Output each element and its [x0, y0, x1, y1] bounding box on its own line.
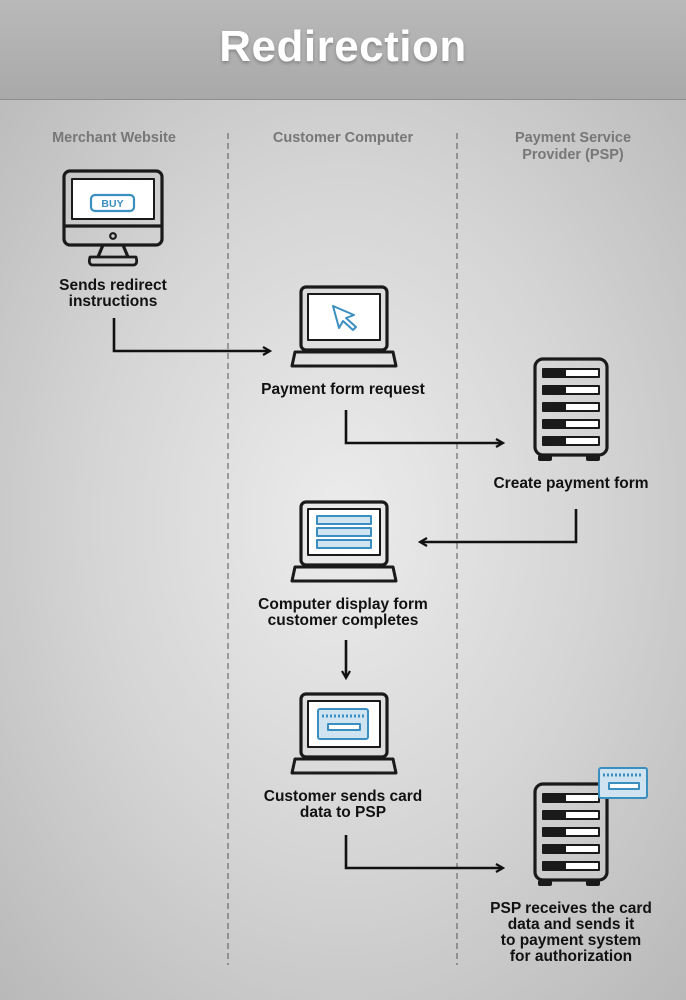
server-with-card-icon — [533, 767, 648, 886]
laptop-card-icon — [290, 692, 398, 775]
column-header-merchant: Merchant Website — [52, 130, 176, 146]
title-bar: Redirection — [0, 0, 686, 100]
buy-button-icon: BUY — [89, 193, 136, 213]
step-send-card-data: Customer sends card data to PSP — [263, 788, 423, 821]
laptop-form-icon — [290, 500, 398, 583]
step-display-form: Computer display form customer completes — [258, 596, 428, 629]
credit-card-icon — [317, 708, 369, 740]
arrow-merchant-to-customer — [112, 318, 270, 351]
cursor-icon — [332, 305, 357, 331]
step-sends-redirect: Sends redirect instructions — [59, 277, 167, 310]
arrow-customer-to-psp — [344, 410, 503, 443]
column-header-customer: Customer Computer — [272, 130, 414, 146]
desktop-monitor-icon: BUY — [62, 169, 164, 267]
step-psp-receives: PSP receives the card data and sends it … — [490, 900, 652, 965]
step-create-payment-form: Create payment form — [493, 475, 649, 492]
column-header-psp: Payment Service Provider (PSP) — [514, 130, 632, 163]
form-icon — [316, 515, 372, 549]
arrow-customer-to-psp-card — [344, 835, 503, 868]
step-payment-form-request: Payment form request — [261, 381, 425, 398]
arrow-psp-to-customer — [420, 509, 578, 542]
svg-text:BUY: BUY — [101, 198, 123, 210]
server-icon — [533, 357, 609, 461]
page-title: Redirection — [219, 22, 467, 71]
credit-card-icon — [598, 767, 648, 799]
laptop-cursor-icon — [290, 285, 398, 368]
